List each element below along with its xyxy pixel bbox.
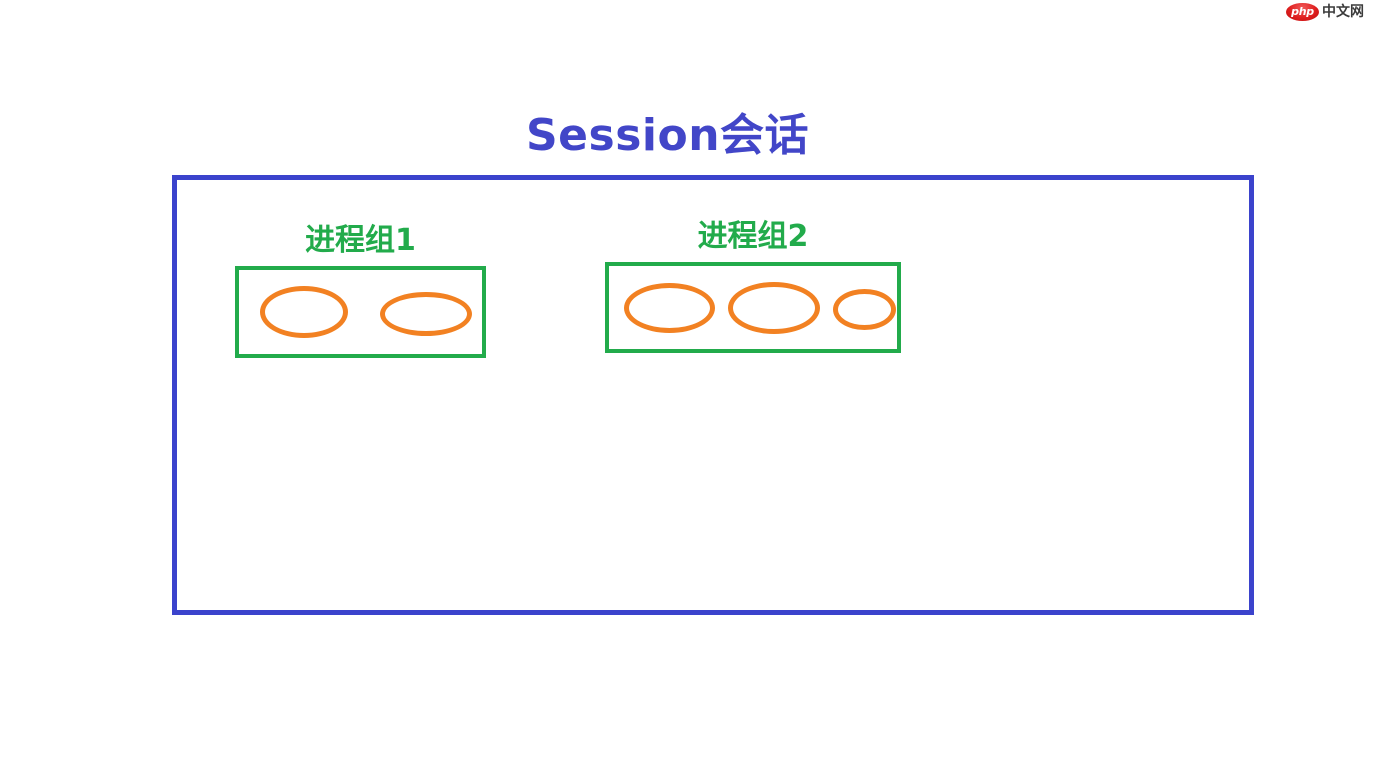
process-ellipse — [380, 292, 472, 336]
session-container — [172, 175, 1254, 615]
process-group-1-box — [235, 266, 486, 358]
process-ellipse — [260, 286, 348, 338]
process-ellipse — [624, 283, 715, 333]
process-ellipse — [833, 289, 896, 330]
php-logo-icon: php — [1286, 3, 1319, 21]
process-ellipse — [728, 282, 820, 334]
process-group-2-label: 进程组2 — [697, 219, 809, 254]
process-group-2: 进程组2 — [605, 218, 901, 353]
watermark-site-text: 中文网 — [1322, 4, 1364, 20]
process-group-2-box — [605, 262, 901, 353]
page-title: Session会话 — [525, 110, 810, 161]
process-group-1-label: 进程组1 — [305, 223, 416, 258]
process-group-1: 进程组1 — [235, 222, 486, 358]
watermark: php 中文网 — [1286, 0, 1375, 24]
